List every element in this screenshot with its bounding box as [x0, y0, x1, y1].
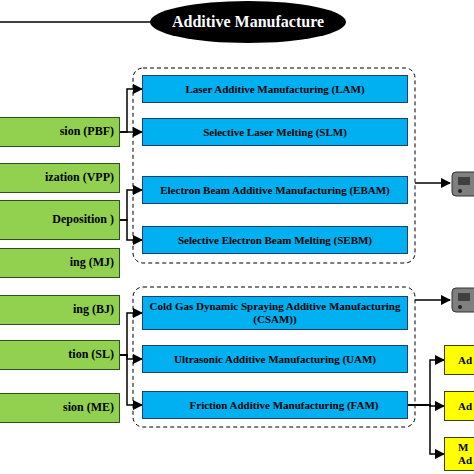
connector-arrow [120, 131, 142, 133]
process-box: Selective Electron Beam Melting (SEBM) [142, 226, 408, 254]
connector-arrow [120, 190, 142, 220]
connector-arrow [120, 89, 142, 132]
title-ellipse: Additive Manufacture [150, 1, 346, 43]
category-box: sion (PBF) [0, 117, 120, 147]
category-box: ing (BJ) [0, 295, 120, 325]
node-label: Friction Additive Manufacturing (FAM) [190, 399, 379, 412]
category-box: ing (MJ) [0, 248, 120, 278]
node-label: Ad [458, 400, 472, 413]
node-label: sion (PBF) [60, 125, 114, 139]
category-box: sion (ME) [0, 393, 120, 423]
connector-arrow [408, 360, 444, 405]
node-label: Deposition ) [52, 213, 114, 227]
process-box: Ultrasonic Additive Manufacturing (UAM) [142, 345, 408, 373]
connector-arrow [408, 405, 444, 454]
process-box: Electron Beam Additive Manufacturing (EB… [142, 176, 408, 204]
node-label: tion (SL) [68, 348, 114, 362]
group-frame [133, 287, 415, 427]
title-line [0, 21, 152, 23]
result-box: M Ad [444, 437, 474, 471]
red-star [444, 353, 457, 366]
connector-arrow [120, 313, 142, 355]
node-label: ing (MJ) [70, 256, 114, 270]
result-box: Ad [444, 391, 474, 421]
node-label: Cold Gas Dynamic Spraying Additive Manuf… [149, 300, 401, 325]
node-label: ing (BJ) [73, 303, 114, 317]
process-box: Selective Laser Melting (SLM) [142, 118, 408, 146]
node-label: M Ad [458, 441, 474, 466]
process-box: Friction Additive Manufacturing (FAM) [142, 391, 408, 419]
red-star [444, 399, 457, 412]
connector-arrow [120, 220, 142, 240]
category-box: Deposition ) [0, 200, 120, 240]
group-arrow [415, 299, 450, 301]
category-box: tion (SL) [0, 340, 120, 370]
group-frame [133, 68, 415, 263]
node-label: Ad [458, 354, 472, 367]
machine-icon [452, 172, 474, 196]
node-label: Additive Manufacture [172, 13, 324, 31]
red-star [149, 398, 162, 411]
result-box: Ad [444, 345, 474, 375]
group-arrow [415, 182, 450, 184]
machine-icon [452, 288, 474, 312]
node-label: ization (VPP) [45, 171, 114, 185]
node-label: Ultrasonic Additive Manufacturing (UAM) [174, 353, 376, 366]
process-box: Cold Gas Dynamic Spraying Additive Manuf… [142, 296, 408, 330]
node-label: Electron Beam Additive Manufacturing (EB… [160, 184, 390, 197]
node-label: Laser Additive Manufacturing (LAM) [185, 83, 364, 96]
category-box: ization (VPP) [0, 163, 120, 193]
node-label: sion (ME) [63, 401, 114, 415]
connector-arrow [120, 355, 142, 405]
process-box: Laser Additive Manufacturing (LAM) [142, 75, 408, 103]
node-label: Selective Laser Melting (SLM) [203, 126, 347, 139]
red-star [444, 447, 457, 460]
node-label: Selective Electron Beam Melting (SEBM) [178, 234, 372, 247]
